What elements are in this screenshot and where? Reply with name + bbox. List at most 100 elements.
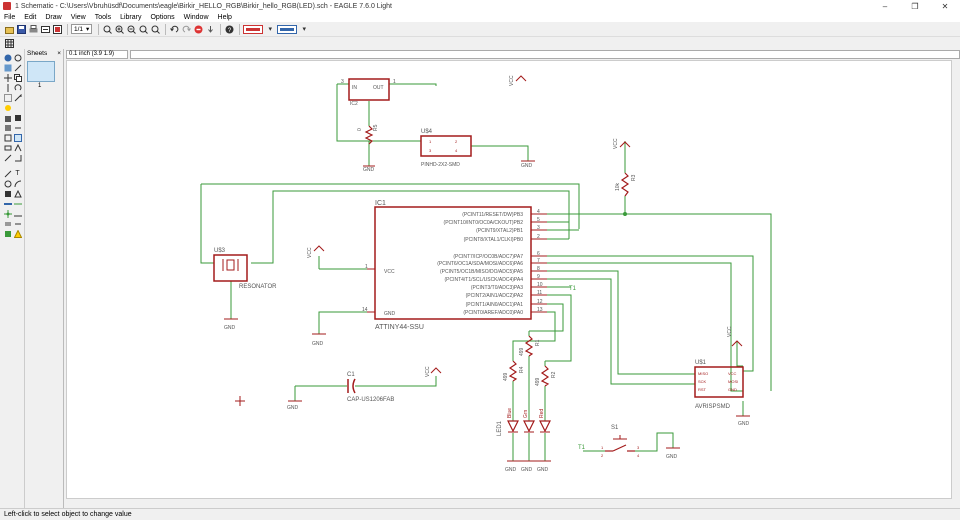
r4-resistor[interactable]: 499 R4 — [503, 360, 525, 382]
go-icon[interactable] — [205, 24, 215, 34]
eagle-app-icon — [3, 2, 11, 10]
rotate-icon[interactable] — [13, 83, 22, 92]
ulp-icon[interactable] — [277, 24, 298, 34]
ic1-attiny44[interactable]: IC1 ATTINY44-SSU VCC GND 1 14 (PCINT11/R… — [307, 200, 547, 347]
group-icon[interactable] — [3, 93, 12, 102]
u1-avrisp-header[interactable]: U$1 AVRISPSMD MISO SCK RST VCC MOSI GND … — [694, 326, 750, 427]
change-icon[interactable] — [13, 93, 22, 102]
command-toolbar: T — [0, 49, 25, 508]
arc-icon[interactable] — [13, 179, 22, 188]
r1-resistor[interactable]: 499 R1 — [519, 335, 541, 357]
errors-icon[interactable] — [13, 229, 22, 238]
open-icon[interactable] — [4, 24, 14, 34]
ic1-pin-label: (PCINT0/AREF/ADC0)PA0 — [463, 310, 523, 316]
junction-icon[interactable] — [3, 209, 12, 218]
text-icon[interactable]: T — [15, 170, 20, 177]
net-icon[interactable] — [13, 199, 22, 208]
chevron-down-icon[interactable]: ▾ — [268, 26, 273, 33]
mirror-icon[interactable] — [3, 83, 12, 92]
redo-icon[interactable] — [181, 24, 191, 34]
command-input[interactable] — [130, 49, 960, 59]
zoom-select-icon[interactable] — [150, 24, 160, 34]
r2-resistor[interactable]: 499 R2 — [535, 365, 557, 387]
delete-icon[interactable] — [3, 113, 12, 122]
maximize-button[interactable]: ❐ — [911, 1, 919, 11]
r5-resistor[interactable]: 0 R5 — [357, 124, 379, 145]
board-icon[interactable] — [52, 24, 62, 34]
circle-icon[interactable] — [3, 179, 12, 188]
s1-switch[interactable]: S1 1 2 3 4 GND — [601, 425, 680, 460]
print-icon[interactable] — [28, 24, 38, 34]
u1-vcc: VCC — [727, 326, 733, 337]
sheet-select[interactable]: 1/1 ▾ — [71, 24, 93, 34]
menu-window[interactable]: Window — [183, 13, 209, 21]
dimension-icon[interactable] — [13, 219, 22, 228]
schematic-canvas[interactable]: IN OUT 3 1 IC2 GND VCC 0 R5 U$4 PINHD-2X… — [66, 60, 952, 499]
design-link-icon[interactable] — [243, 24, 264, 34]
replace-icon[interactable] — [13, 123, 22, 132]
menu-view[interactable]: View — [70, 13, 86, 21]
show-icon[interactable] — [13, 53, 22, 62]
move-icon[interactable] — [3, 73, 12, 82]
miter-icon[interactable] — [13, 153, 22, 162]
grid-icon[interactable] — [4, 38, 14, 48]
pinswap-icon[interactable] — [3, 123, 12, 132]
polygon-icon[interactable] — [13, 189, 22, 198]
close-icon[interactable]: × — [57, 50, 61, 57]
rect-icon[interactable] — [3, 189, 12, 198]
gateswap-icon[interactable] — [3, 133, 12, 142]
window-controls: – ❐ ✕ — [870, 0, 960, 12]
zoom-redraw-icon[interactable] — [138, 24, 148, 34]
menu-file[interactable]: File — [4, 13, 16, 21]
erc-icon[interactable] — [3, 229, 12, 238]
menu-library[interactable]: Library — [120, 13, 142, 21]
menu-draw[interactable]: Draw — [45, 13, 62, 21]
close-button[interactable]: ✕ — [941, 1, 949, 11]
cam-processor-icon[interactable] — [40, 24, 50, 34]
led1-rgb[interactable]: Blue Grn Red LED1 GND GND GND — [497, 408, 551, 473]
u4-pin4: 4 — [455, 148, 458, 153]
zoom-in-icon[interactable] — [114, 24, 124, 34]
led1-gnd-2: GND — [521, 467, 533, 473]
ic1-vcc: VCC — [307, 247, 313, 258]
value-icon[interactable] — [3, 143, 12, 152]
sheet-thumbnail[interactable] — [27, 61, 55, 82]
ic1-pin-label: (PCINT7/ICP/OC0B/ADC7)PA7 — [453, 254, 523, 260]
u4-header[interactable]: U$4 PINHD-2X2-SMD 1 2 3 4 GND — [420, 129, 535, 169]
ic1-pin-label: (PCINT11/RESET/DW)PB3 — [462, 212, 523, 218]
bus-icon[interactable] — [3, 199, 12, 208]
smash-icon[interactable] — [13, 143, 22, 152]
name-icon[interactable] — [13, 133, 22, 142]
vertical-scrollbar[interactable] — [952, 60, 960, 499]
paste-icon[interactable] — [3, 103, 12, 112]
info-icon[interactable] — [3, 53, 12, 62]
display-icon[interactable] — [3, 63, 12, 72]
c1-capacitor[interactable]: C1 CAP-US1206FAB GND VCC — [287, 366, 442, 411]
menu-tools[interactable]: Tools — [94, 13, 112, 21]
stop-icon[interactable] — [193, 24, 203, 34]
u3-resonator[interactable]: U$3 RESONATOR GND — [213, 248, 277, 331]
minimize-button[interactable]: – — [882, 1, 888, 11]
ic1-vcc-label: VCC — [384, 269, 395, 275]
save-icon[interactable] — [16, 24, 26, 34]
menu-edit[interactable]: Edit — [24, 13, 37, 21]
ic1-pin-number: 8 — [537, 266, 540, 272]
mark-icon[interactable] — [13, 63, 22, 72]
ic2-regulator[interactable]: IN OUT 3 1 IC2 GND VCC — [341, 75, 527, 173]
wire-icon[interactable] — [3, 169, 12, 178]
help-icon[interactable]: ? — [224, 24, 234, 34]
add-icon[interactable] — [13, 113, 22, 122]
horizontal-scrollbar[interactable] — [66, 499, 952, 508]
menu-options[interactable]: Options — [150, 13, 175, 21]
split-icon[interactable] — [3, 153, 12, 162]
label-icon[interactable] — [13, 209, 22, 218]
copy-icon[interactable] — [13, 73, 22, 82]
zoom-out-icon[interactable] — [126, 24, 136, 34]
attribute-icon[interactable] — [3, 219, 12, 228]
menu-help[interactable]: Help — [217, 13, 232, 21]
zoom-fit-icon[interactable] — [102, 24, 112, 34]
undo-icon[interactable] — [169, 24, 179, 34]
r3-resistor[interactable]: 10k R3 VCC — [613, 138, 637, 197]
chevron-down-icon[interactable]: ▾ — [302, 26, 307, 33]
r3-vcc: VCC — [613, 138, 619, 149]
